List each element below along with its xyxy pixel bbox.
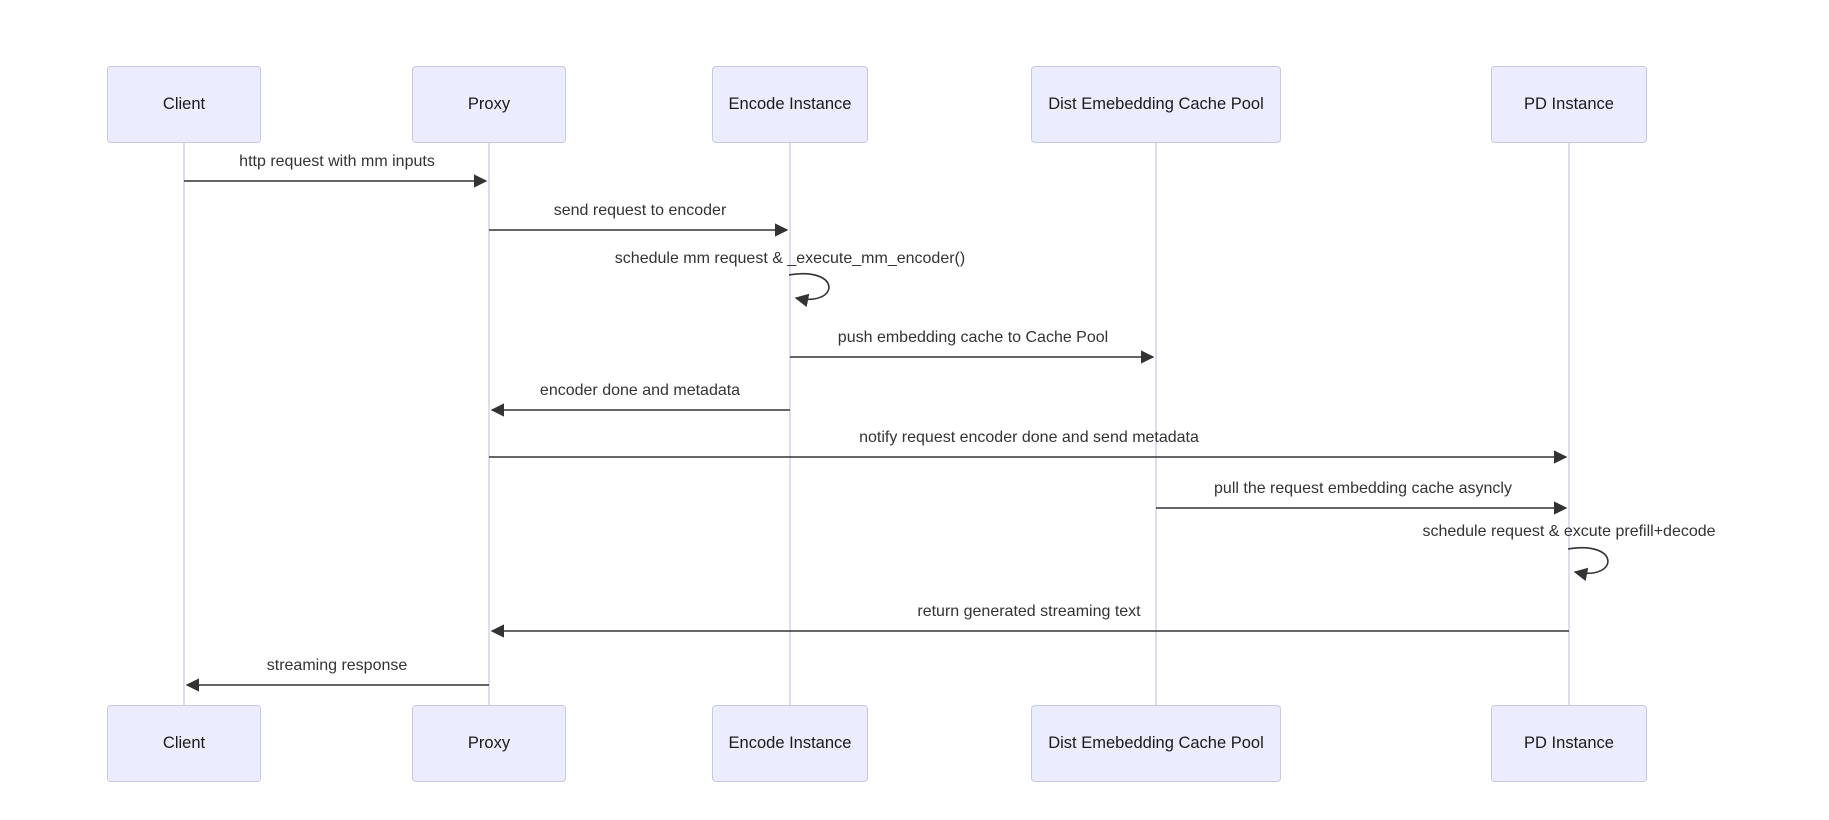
message-label-streaming-response: streaming response — [266, 657, 408, 674]
participant-encode-bottom: Encode Instance — [712, 705, 868, 782]
participant-label: Proxy — [467, 733, 511, 752]
arrow-self-encode — [788, 272, 830, 308]
message-label-schedule-mm: schedule mm request & _execute_mm_encode… — [614, 250, 966, 267]
message-label-encoder-done: encoder done and metadata — [539, 382, 741, 399]
message-label-return-streaming: return generated streaming text — [917, 603, 1141, 620]
participant-label: Dist Emebedding Cache Pool — [1048, 94, 1264, 113]
message-label-schedule-request: schedule request & excute prefill+decode — [1422, 523, 1716, 540]
participant-cachepool-top: Dist Emebedding Cache Pool — [1031, 66, 1281, 143]
participant-label: Client — [162, 733, 206, 752]
participant-label: Dist Emebedding Cache Pool — [1048, 733, 1264, 752]
participant-label: PD Instance — [1524, 94, 1614, 113]
message-label-send-request: send request to encoder — [553, 202, 727, 219]
participant-cachepool-bottom: Dist Emebedding Cache Pool — [1031, 705, 1281, 782]
participant-proxy-bottom: Proxy — [412, 705, 566, 782]
message-label-http-request: http request with mm inputs — [239, 153, 435, 170]
participant-label: Encode Instance — [728, 94, 852, 113]
participant-label: PD Instance — [1524, 733, 1614, 752]
participant-encode-top: Encode Instance — [712, 66, 868, 143]
participant-pd-bottom: PD Instance — [1491, 705, 1647, 782]
arrow-self-pd — [1567, 546, 1609, 582]
participant-pd-top: PD Instance — [1491, 66, 1647, 143]
participant-client-top: Client — [107, 66, 261, 143]
participant-proxy-top: Proxy — [412, 66, 566, 143]
participant-client-bottom: Client — [107, 705, 261, 782]
message-label-notify-encoder-done: notify request encoder done and send met… — [859, 429, 1199, 446]
participant-label: Client — [162, 94, 206, 113]
participant-label: Proxy — [467, 94, 511, 113]
message-label-pull-cache: pull the request embedding cache asyncly — [1214, 480, 1512, 497]
message-label-push-embedding: push embedding cache to Cache Pool — [837, 329, 1109, 346]
participant-label: Encode Instance — [728, 733, 852, 752]
